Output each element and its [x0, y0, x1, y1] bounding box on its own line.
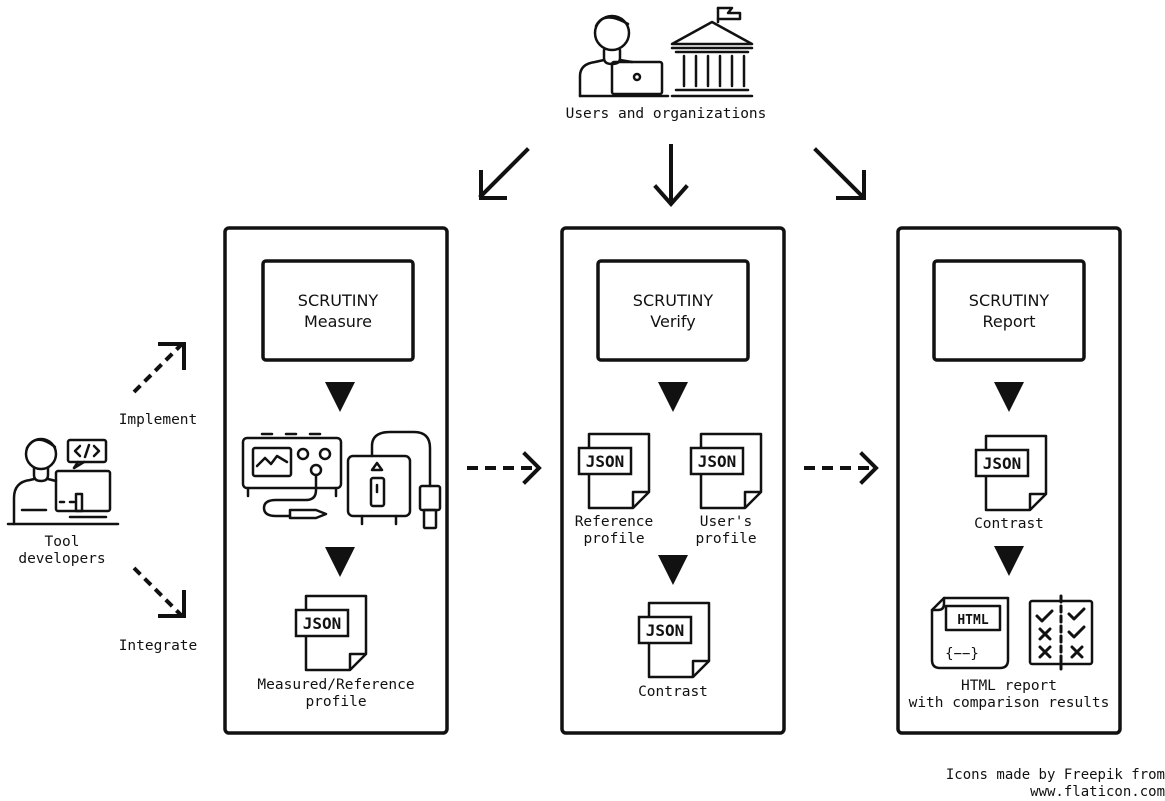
verify-panel — [560, 226, 786, 735]
verify-title: SCRUTINY Verify — [632, 291, 714, 331]
arrows-to-panels — [478, 144, 866, 208]
report-panel — [896, 226, 1122, 735]
report-contrast-json-tag: JSON — [983, 454, 1022, 473]
integrate-label: Integrate — [118, 638, 198, 654]
measurement-equipment-icon — [241, 430, 442, 530]
verify-to-report-arrow — [804, 451, 879, 485]
report-flow-triangle-1 — [994, 382, 1024, 412]
tool-developers-label: Tool developers — [18, 534, 106, 567]
report-flow-triangle-2 — [994, 546, 1024, 576]
arrow-to-report — [813, 147, 866, 200]
verify-contrast-json-icon: JSON — [637, 601, 711, 679]
verify-contrast-json-tag: JSON — [646, 621, 685, 640]
verify-title-box — [596, 259, 750, 362]
report-title-box — [932, 259, 1086, 362]
verify-flow-triangle-2 — [658, 555, 688, 585]
report-title: SCRUTINY Report — [968, 291, 1050, 331]
measure-flow-triangle-1 — [325, 382, 355, 412]
reference-json-tag: JSON — [586, 452, 625, 471]
measured-reference-profile-label: Measured/Reference profile — [257, 677, 415, 710]
measure-flow-triangle-2 — [325, 547, 355, 577]
users-profile-json-icon: JSON — [689, 432, 763, 510]
measure-title: SCRUTINY Measure — [297, 291, 379, 331]
measure-json-tag: JSON — [303, 614, 342, 633]
reference-profile-json-icon: JSON — [577, 432, 651, 510]
verify-contrast-label: Contrast — [638, 684, 708, 700]
measure-json-icon: JSON — [294, 594, 368, 672]
html-tag: HTML — [957, 613, 988, 628]
code-tag: {−−} — [945, 646, 979, 662]
user-json-tag: JSON — [698, 452, 737, 471]
measure-title-box — [261, 259, 415, 362]
tool-developer-icon — [6, 437, 120, 526]
implement-label: Implement — [118, 412, 198, 428]
html-file-icon: HTML {−−} — [930, 596, 1010, 670]
arrow-to-verify — [653, 144, 689, 208]
measure-panel — [223, 226, 449, 735]
users-organizations-label: Users and organizations — [565, 106, 767, 122]
report-contrast-label: Contrast — [974, 516, 1044, 532]
users-profile-label: User's profile — [695, 514, 757, 547]
arrow-to-measure — [478, 147, 530, 200]
report-contrast-json-icon: JSON — [974, 434, 1048, 512]
reference-profile-label: Reference profile — [574, 514, 654, 547]
users-organizations-icon — [578, 6, 754, 98]
integrate-arrow — [132, 566, 186, 618]
implement-arrow — [132, 342, 186, 394]
comparison-checklist-icon — [1028, 594, 1094, 671]
html-report-label: HTML report with comparison results — [908, 678, 1110, 711]
verify-flow-triangle-1 — [658, 382, 688, 412]
measure-to-verify-arrow — [467, 451, 542, 485]
icon-credit: Icons made by Freepik from www.flaticon.… — [945, 767, 1165, 800]
